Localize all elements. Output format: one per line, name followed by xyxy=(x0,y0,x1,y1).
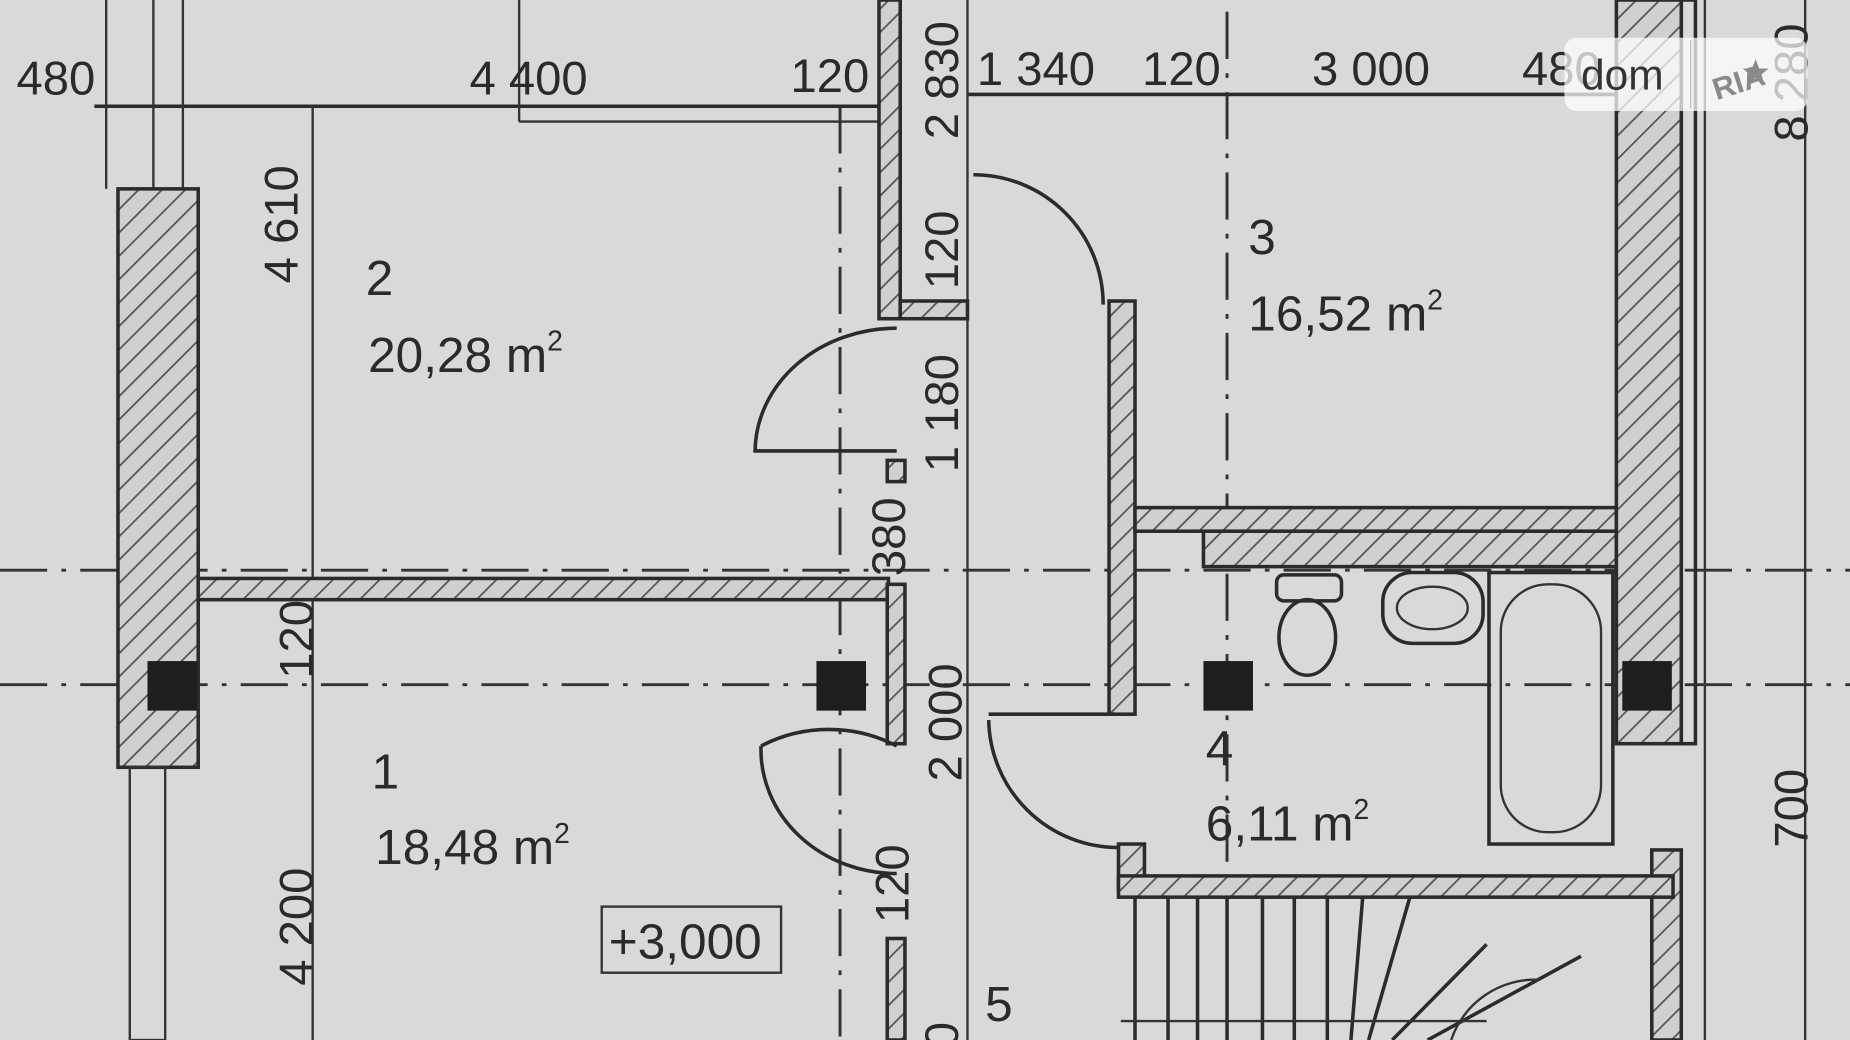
room-5-number: 5 xyxy=(985,976,1013,1032)
dim-top-480-left: 480 xyxy=(17,52,96,105)
level-mark-box xyxy=(600,905,783,974)
star-icon xyxy=(1742,59,1769,84)
dim-top-120-right: 120 xyxy=(1142,43,1221,96)
room-3-area: 16,52 m2 xyxy=(1248,284,1443,341)
dim-v-4200: 4 200 xyxy=(271,868,324,986)
room-4-number: 4 xyxy=(1206,720,1234,776)
columns xyxy=(147,661,1672,711)
room-2-area: 20,28 m2 xyxy=(368,326,563,383)
dim-v-700: 700 xyxy=(1766,769,1819,848)
dim-top-3000: 3 000 xyxy=(1312,43,1430,96)
room-labels: 2 20,28 m2 3 16,52 m2 1 18,48 m2 4 6,11 … xyxy=(366,209,1443,1032)
doors xyxy=(753,172,1119,876)
watermark-brand: dom xyxy=(1581,53,1664,100)
room-1-number: 1 xyxy=(372,744,400,800)
dim-v-120-top: 120 xyxy=(916,210,969,289)
level-mark: +3,000 xyxy=(609,914,762,970)
watermark-logo: dom RIA xyxy=(1564,37,1808,111)
dim-v-1180: 1 180 xyxy=(916,354,969,472)
dim-v-120-bottom: 120 xyxy=(866,844,919,923)
toilet-icon xyxy=(1274,573,1344,678)
dim-v-2830: 2 830 xyxy=(916,21,969,139)
dim-v-380: 380 xyxy=(863,497,916,576)
dim-v-120-left: 120 xyxy=(271,600,324,679)
dimension-labels: 480 4 400 120 1 340 120 3 000 480 4 610 … xyxy=(17,21,1819,1040)
bathroom-fixtures xyxy=(1274,570,1615,846)
room-1-area: 18,48 m2 xyxy=(375,818,570,875)
dim-top-1340: 1 340 xyxy=(977,43,1095,96)
dim-top-120-left: 120 xyxy=(790,50,869,103)
dim-top-4400: 4 400 xyxy=(470,52,588,105)
staircase xyxy=(1120,896,1582,1040)
dim-v-0: 0 xyxy=(916,1022,969,1040)
dimension-lines xyxy=(94,0,1807,1040)
room-3-number: 3 xyxy=(1248,209,1276,265)
room-4-area: 6,11 m2 xyxy=(1206,794,1370,851)
bathtub-icon xyxy=(1487,570,1615,846)
sink-icon xyxy=(1381,570,1485,646)
dim-v-2000: 2 000 xyxy=(920,663,973,781)
room-2-number: 2 xyxy=(366,250,394,306)
dim-v-4610: 4 610 xyxy=(255,165,308,283)
